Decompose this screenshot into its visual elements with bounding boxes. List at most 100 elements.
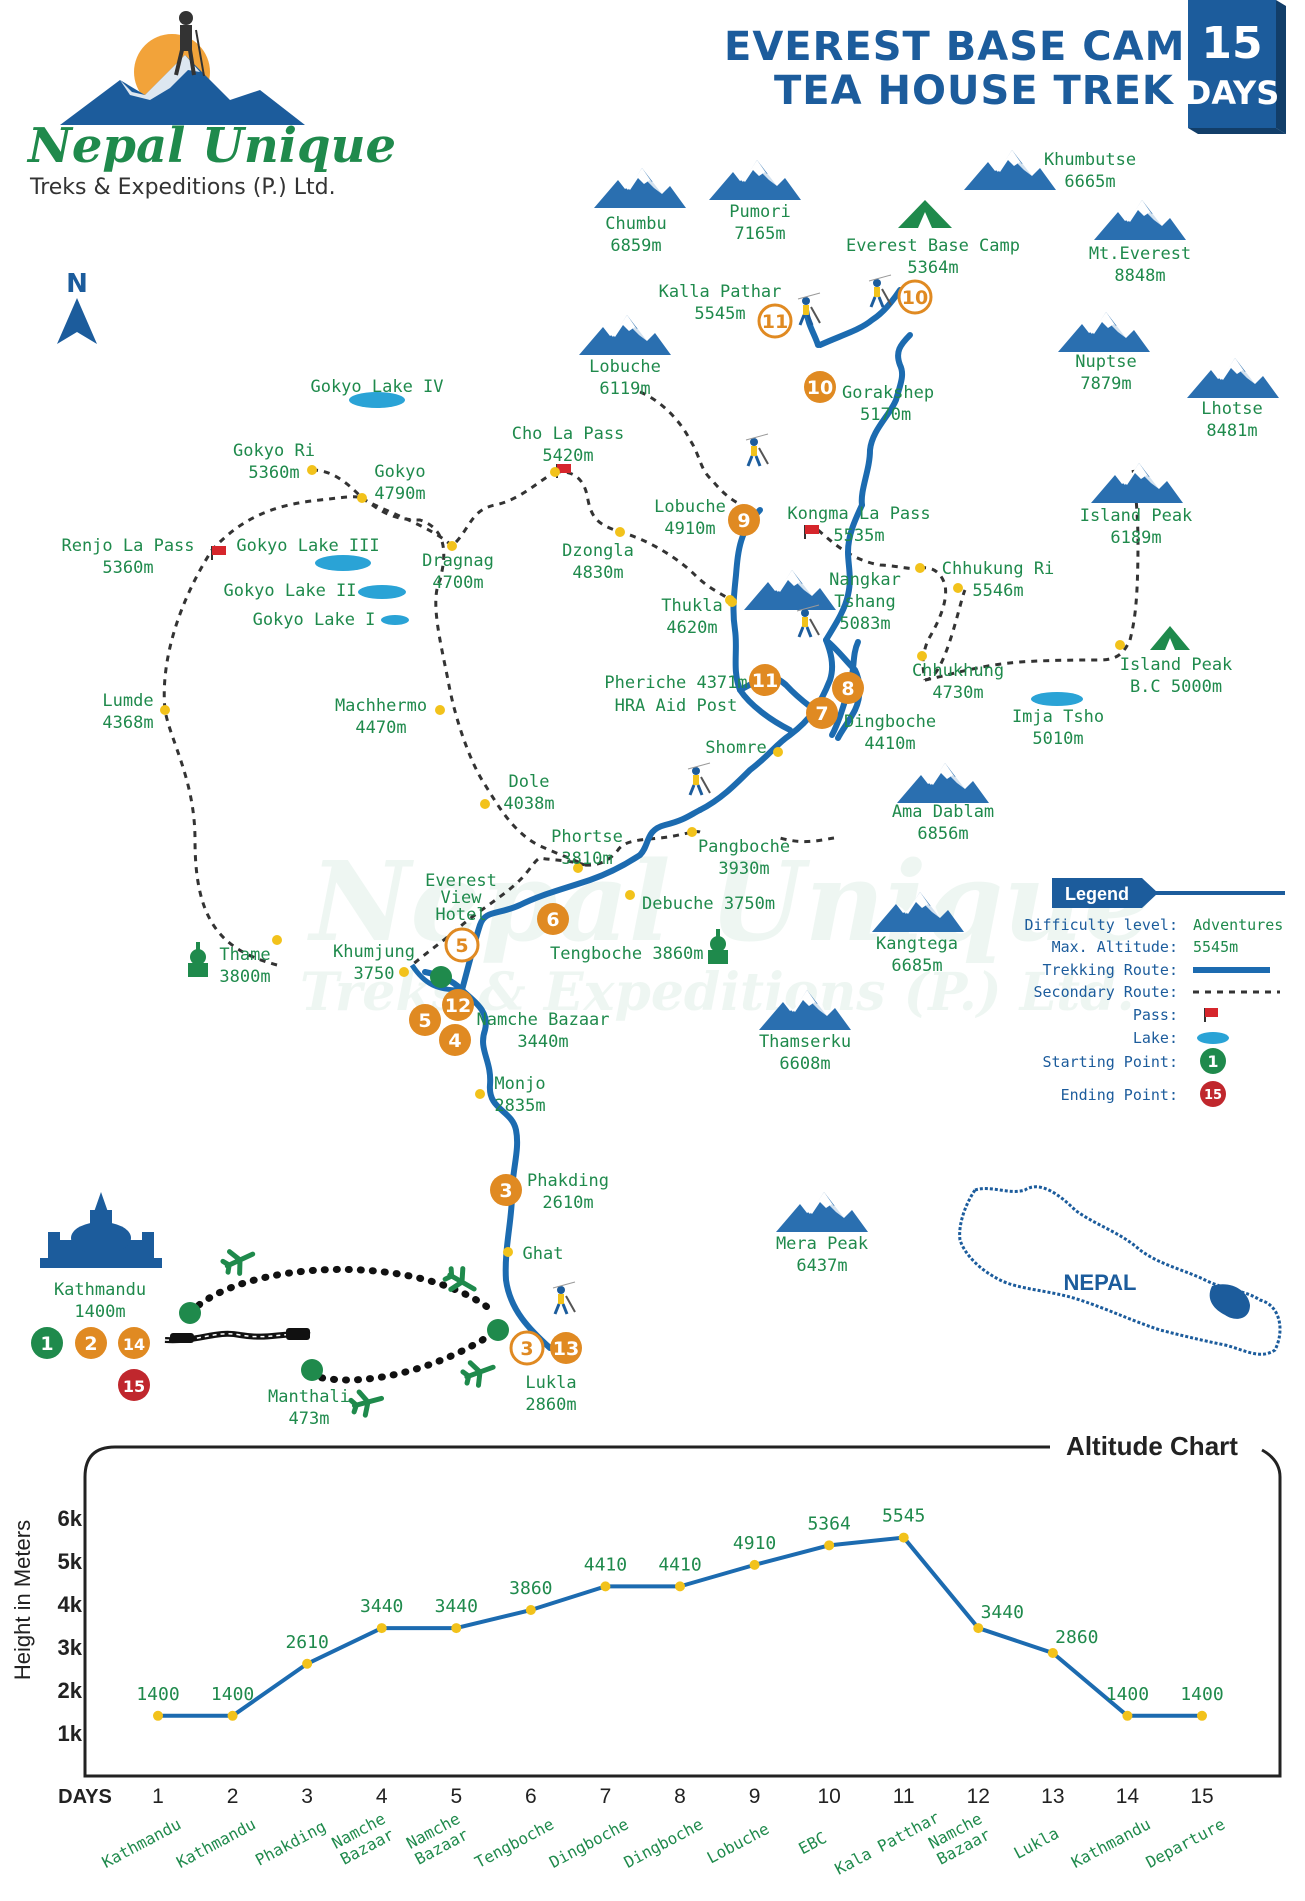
place-tick-label: Lukla	[1011, 1823, 1062, 1862]
legend-altitude-label: Max. Altitude:	[1052, 938, 1178, 956]
day-marker: 5	[409, 1004, 441, 1036]
svg-text:10: 10	[807, 377, 833, 399]
x-tick-label: 12	[967, 1785, 990, 1808]
place-tick-label: Dingboche	[621, 1814, 706, 1871]
svg-text:10: 10	[902, 287, 928, 309]
legend-start-number: 1	[1207, 1052, 1218, 1071]
place-tick-label: Kathmandu	[1068, 1814, 1153, 1871]
place-alt: 5545m	[694, 304, 745, 324]
day-marker: 8	[832, 672, 864, 704]
data-label: 1400	[211, 1684, 254, 1705]
place-tick-label: Lobuche	[704, 1819, 772, 1867]
hiker-icon	[686, 761, 712, 797]
peak-name: Island Peak	[1080, 506, 1193, 526]
place-alt: 5010m	[1032, 729, 1083, 749]
region-highlight	[1209, 1284, 1250, 1319]
x-tick-label: 13	[1041, 1785, 1064, 1808]
place-name: Everest	[425, 871, 497, 891]
place-name: Shomre	[705, 738, 766, 758]
lake-icon	[381, 615, 409, 625]
data-label: 4410	[658, 1554, 701, 1575]
logo-subtitle: Treks & Expeditions (P.) Ltd.	[29, 175, 336, 200]
place-name: Lobuche	[654, 497, 726, 517]
x-tick-label: 3	[301, 1785, 313, 1808]
place-alt: 4700m	[432, 573, 483, 593]
mountain-icon	[897, 763, 989, 803]
legend-difficulty-value: Adventures	[1193, 916, 1283, 934]
peak-alt: 7879m	[1080, 374, 1131, 394]
mountain-icon	[594, 168, 686, 208]
y-tick-label: 3k	[58, 1635, 83, 1660]
place-alt: 3440m	[517, 1032, 568, 1052]
trekking-route	[422, 287, 913, 1351]
data-point	[302, 1658, 313, 1669]
plane-icon	[461, 1356, 497, 1389]
title-line-2: TEA HOUSE TREK	[774, 68, 1175, 114]
place-name: Gokyo Ri	[233, 441, 315, 461]
svg-text:9: 9	[737, 510, 750, 532]
x-tick-label: 14	[1116, 1785, 1140, 1808]
lake-icon	[1031, 692, 1083, 706]
x-tick-label: 15	[1190, 1785, 1213, 1808]
place-name: Gokyo Lake III	[236, 536, 379, 556]
place-tick-label: Tengboche	[472, 1814, 557, 1871]
lake-icon	[315, 555, 371, 571]
legend-end-marker	[1200, 1081, 1226, 1107]
svg-text:11: 11	[762, 311, 788, 333]
peak-name: Mera Peak	[776, 1234, 868, 1254]
logo-mountain-icon	[60, 55, 305, 125]
place-name: Gorakshep	[842, 383, 934, 403]
svg-text:5: 5	[418, 1010, 431, 1032]
x-tick-label: 6	[525, 1785, 537, 1808]
place-tick-label: Kathmandu	[173, 1814, 258, 1871]
svg-text:6: 6	[546, 909, 559, 931]
day-marker-outline: 11	[757, 303, 793, 339]
y-tick-label: 2k	[58, 1678, 83, 1703]
tent-icon	[1150, 626, 1190, 650]
y-tick-label: 1k	[58, 1721, 83, 1746]
data-label: 2860	[1055, 1627, 1098, 1648]
day-markers: 10 11 10 9 11 8 7 6 5 12 5 4 3 3 13 1 2 …	[31, 279, 933, 1401]
place-name: Phortse	[551, 827, 623, 847]
stupa-icon	[708, 929, 728, 964]
svg-text:4: 4	[448, 1030, 461, 1052]
data-point	[898, 1532, 909, 1543]
place-alt: 5364m	[907, 258, 958, 278]
legend-start-marker	[1200, 1048, 1226, 1074]
day-marker: 10	[804, 371, 836, 403]
x-tick-label: 9	[749, 1785, 761, 1808]
place-name: Thame	[219, 945, 270, 965]
place-tick-label: EBC	[795, 1828, 829, 1858]
stupa-icon	[188, 942, 208, 977]
plane-icon	[220, 1243, 257, 1277]
peak-alt: 6859m	[610, 236, 661, 256]
place-name: Gokyo Lake IV	[310, 377, 443, 397]
day-marker: 3	[490, 1174, 522, 1206]
peak-name: Lhotse	[1201, 399, 1262, 419]
days-badge-word: DAYS	[1185, 74, 1279, 112]
title-line-1: EVEREST BASE CAMP	[724, 24, 1216, 70]
peak-name: Nuptse	[1075, 352, 1136, 372]
day-marker: 14	[118, 1327, 150, 1359]
jeep-icon	[170, 1328, 310, 1343]
place-alt: 4790m	[374, 484, 425, 504]
peak-name: Mt.Everest	[1089, 244, 1191, 264]
data-point	[525, 1605, 536, 1616]
place-name: Manthali	[268, 1387, 350, 1407]
day-marker: 6	[537, 903, 569, 935]
place-name: Phakding	[527, 1171, 609, 1191]
legend-pass-flag-icon	[1204, 1008, 1218, 1022]
place-alt: 4410m	[864, 734, 915, 754]
legend-trekking-label: Trekking Route:	[1043, 961, 1178, 979]
peak-name: Thamserku	[759, 1032, 851, 1052]
legend-lake-label: Lake:	[1133, 1029, 1178, 1047]
place-tick-label: Dingboche	[546, 1814, 631, 1871]
data-point	[973, 1623, 984, 1634]
waypoint-dots	[160, 465, 1125, 1257]
legend: Legend Difficulty level: Adventures Max.…	[1024, 878, 1285, 1107]
legend-pass-label: Pass:	[1133, 1006, 1178, 1024]
data-label: 5364	[807, 1513, 850, 1534]
day-marker-outline: 3	[509, 1330, 545, 1366]
place-alt: B.C 5000m	[1130, 677, 1222, 697]
peak-alt: 6437m	[796, 1256, 847, 1276]
